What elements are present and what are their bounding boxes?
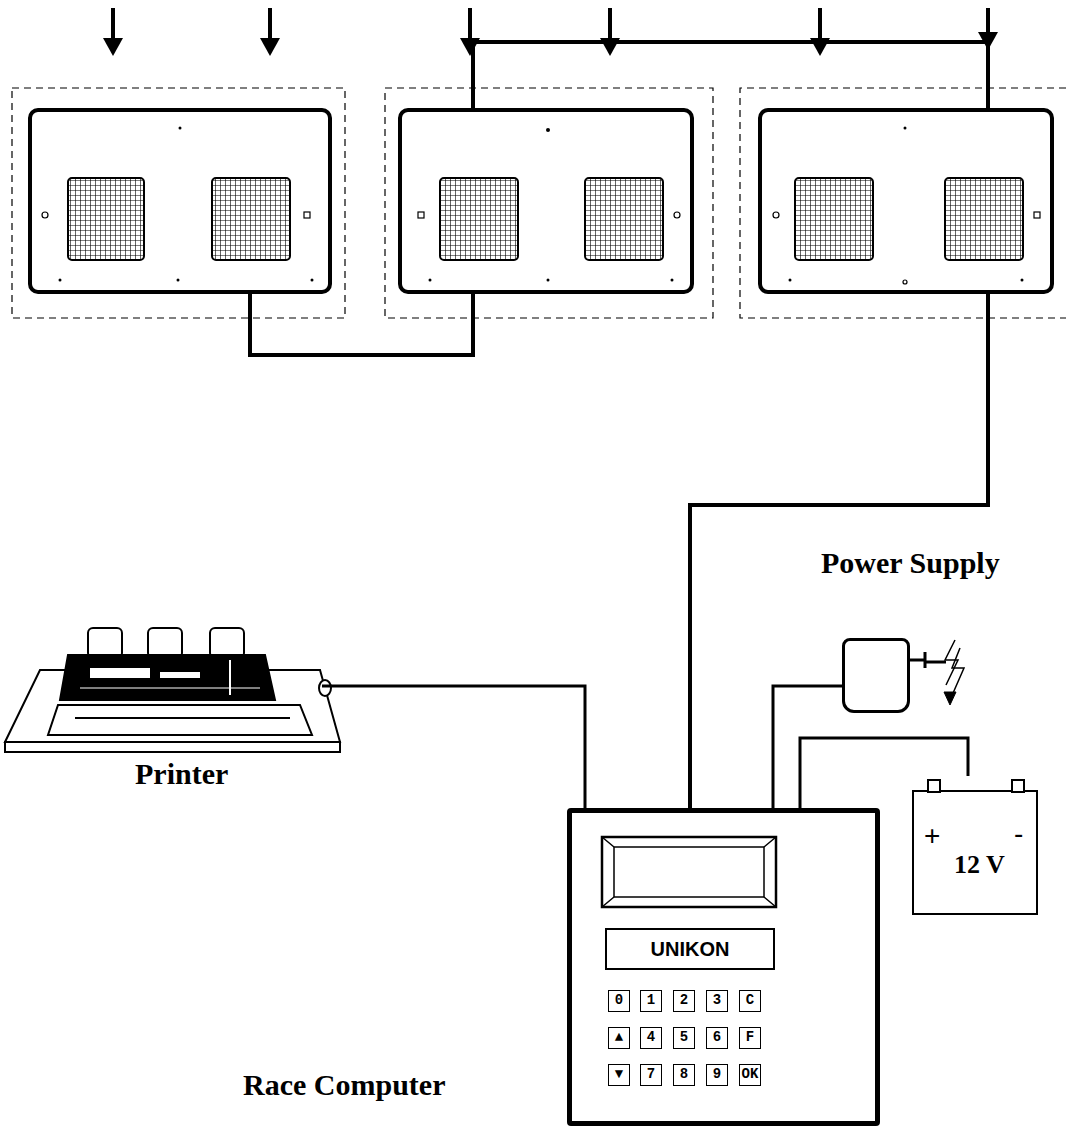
brand-text: UNIKON	[607, 930, 773, 968]
keypad-key: 3	[706, 990, 728, 1012]
keypad-key: OK	[739, 1064, 761, 1086]
keypad-key: 7	[640, 1064, 662, 1086]
keypad-key: F	[739, 1027, 761, 1049]
antenna-cables	[250, 42, 988, 808]
keypad-key: 6	[706, 1027, 728, 1049]
keypad-key: 9	[706, 1064, 728, 1086]
antenna-dots	[59, 127, 1024, 282]
keypad-key: 4	[640, 1027, 662, 1049]
battery: + -12 V	[912, 790, 1038, 915]
printer-drawing	[5, 628, 340, 752]
printer-node: Printer	[0, 620, 322, 800]
keypad-key: 0	[608, 990, 630, 1012]
terminal-sign: -	[1014, 818, 1023, 850]
keypad-key: ▼	[608, 1064, 630, 1086]
device-label: Power Supply	[821, 546, 1000, 580]
voltage-label: 12 V	[954, 850, 1005, 880]
battery-terminals	[912, 778, 1042, 794]
antenna-units	[30, 110, 1052, 292]
device-label: Race Computer	[243, 1068, 445, 1102]
terminal-sign: +	[924, 820, 940, 852]
keypad-key: 2	[673, 990, 695, 1012]
signal-arrows	[103, 8, 998, 56]
keypad-key: 8	[673, 1064, 695, 1086]
race-computer: UNIKONRace Computer0123C▲456F▼789OK	[567, 808, 880, 1126]
display-screen	[600, 835, 780, 911]
keypad-key: 5	[673, 1027, 695, 1049]
cable	[322, 686, 585, 808]
keypad-key: C	[739, 990, 761, 1012]
antenna-zones	[12, 88, 1066, 318]
cable	[773, 686, 842, 808]
keypad-key: 1	[640, 990, 662, 1012]
power-supply: Power Supply	[842, 638, 910, 713]
device-label: Printer	[135, 757, 228, 791]
keypad-key: ▲	[608, 1027, 630, 1049]
mains-plug	[910, 640, 964, 705]
antenna-grilles	[68, 178, 1023, 260]
brand-box: UNIKON	[605, 928, 775, 970]
antenna-screws	[42, 212, 1040, 284]
